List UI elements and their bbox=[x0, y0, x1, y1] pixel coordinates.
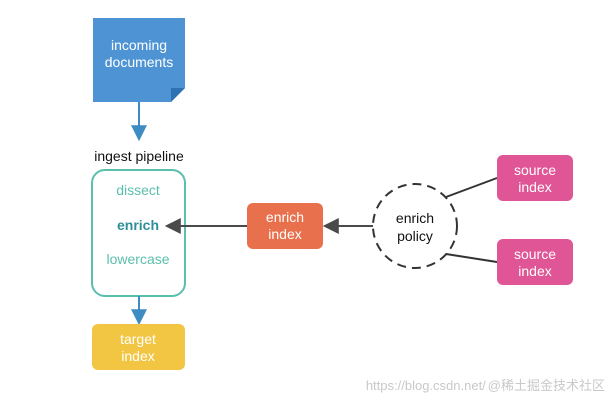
enrich-policy-label-line1: enrich bbox=[396, 210, 434, 226]
incoming-documents-node: incoming documents bbox=[93, 18, 185, 102]
target-index-label-line1: target bbox=[120, 331, 156, 347]
incoming-documents-shape bbox=[93, 18, 185, 102]
target-index-box bbox=[92, 324, 185, 370]
incoming-documents-label-line2: documents bbox=[105, 54, 173, 70]
enrich-policy-circle bbox=[372, 183, 458, 269]
incoming-documents-label-line1: incoming bbox=[111, 37, 167, 53]
enrich-policy-node: enrich policy bbox=[372, 183, 458, 269]
watermark-url: https://blog.csdn.net/ bbox=[365, 378, 486, 393]
target-index-label-line2: index bbox=[121, 348, 154, 364]
source-index-bottom-node: source index bbox=[497, 239, 573, 285]
watermark: https://blog.csdn.net/@稀土掘金技术社区 bbox=[366, 375, 605, 394]
pipeline-step-enrich: enrich bbox=[117, 217, 159, 233]
pipeline-step-dissect: dissect bbox=[116, 182, 160, 198]
source-index-top-label-line1: source bbox=[514, 162, 556, 178]
enrich-index-label-line2: index bbox=[268, 226, 301, 242]
source-index-bottom-label-line1: source bbox=[514, 246, 556, 262]
enrich-policy-label-line2: policy bbox=[397, 228, 433, 244]
incoming-documents-fold bbox=[171, 88, 185, 102]
pipeline-step-lowercase: lowercase bbox=[106, 251, 169, 267]
ingest-pipeline-title: ingest pipeline bbox=[94, 148, 184, 164]
watermark-brand: @稀土掘金技术社区 bbox=[487, 378, 605, 393]
source-bottom-to-policy-connector bbox=[445, 253, 498, 263]
source-index-top-node: source index bbox=[497, 155, 573, 201]
source-index-bottom-label-line2: index bbox=[518, 263, 551, 279]
target-index-node: target index bbox=[92, 324, 185, 370]
enrich-index-label-line1: enrich bbox=[266, 209, 304, 225]
source-index-bottom-box bbox=[497, 239, 573, 285]
enrich-index-node: enrich index bbox=[247, 203, 323, 249]
source-index-top-box bbox=[497, 155, 573, 201]
enrich-index-box bbox=[247, 203, 323, 249]
source-index-top-label-line2: index bbox=[518, 179, 551, 195]
source-top-to-policy-connector bbox=[445, 177, 498, 198]
